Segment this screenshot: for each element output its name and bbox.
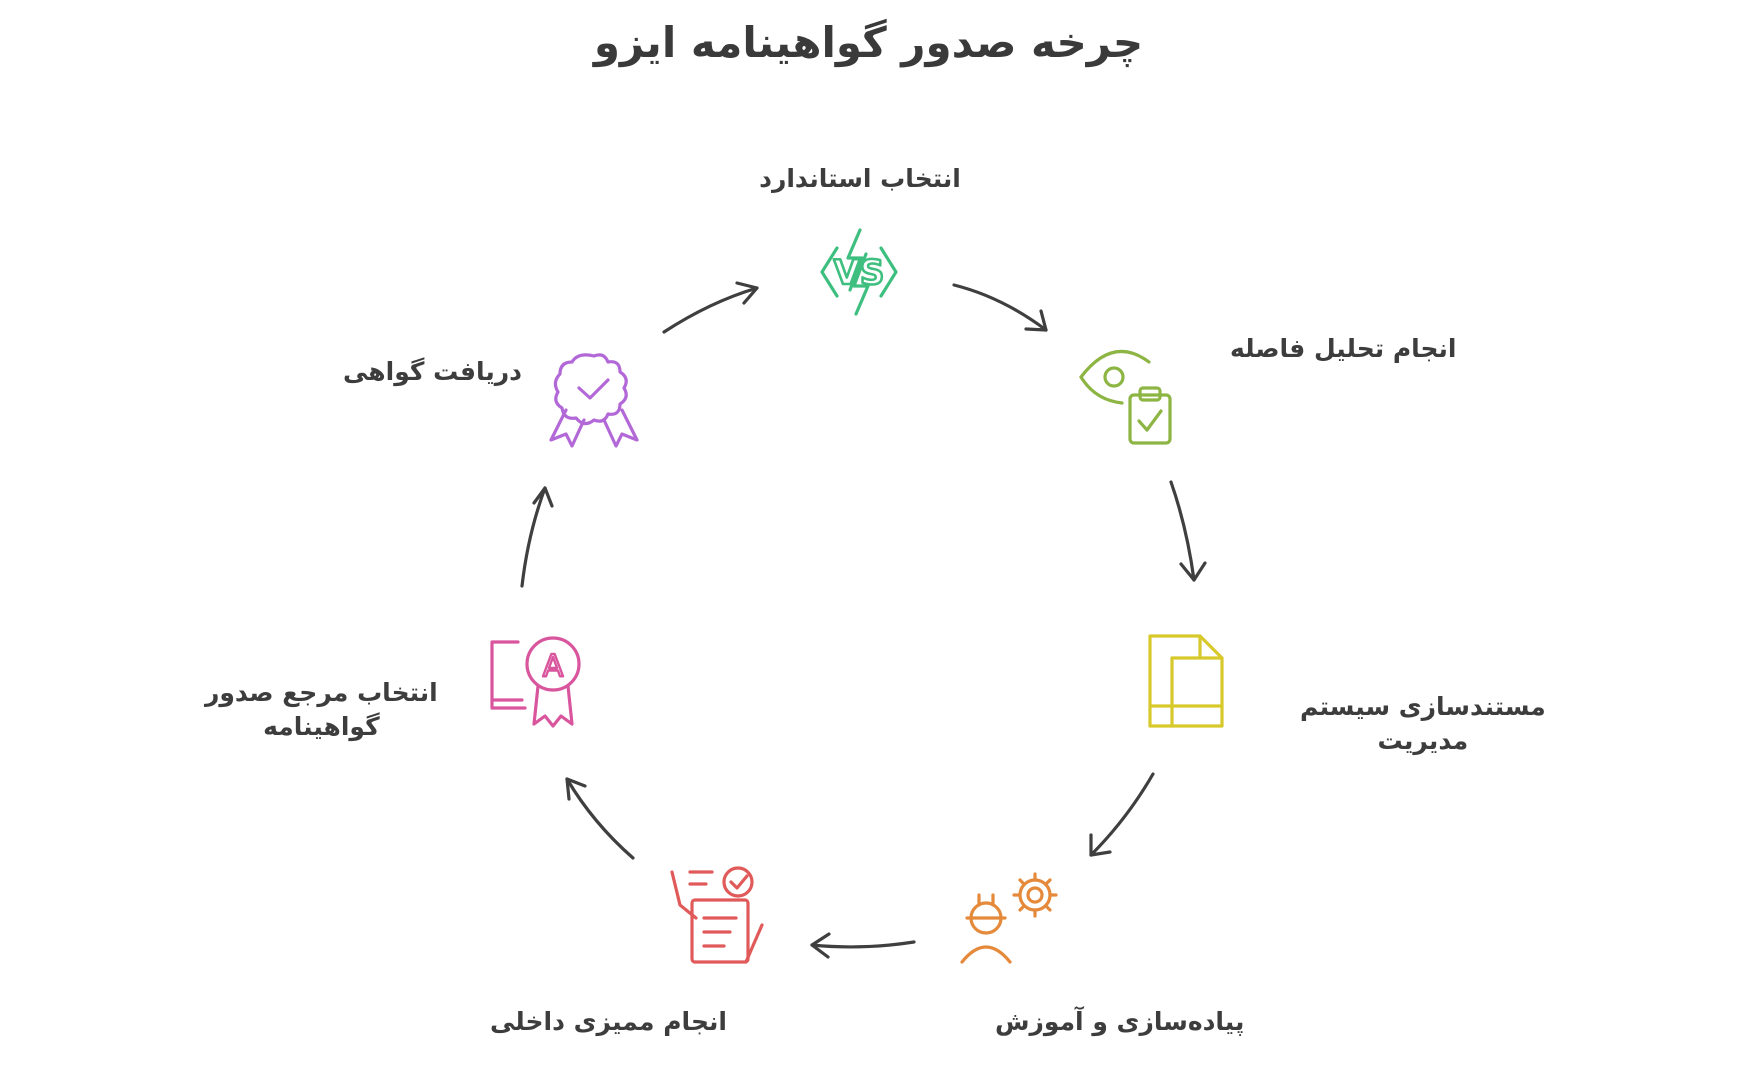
diagram-title: چرخه صدور گواهینامه ایزو — [593, 18, 1144, 67]
certificate-book-icon: A — [490, 636, 581, 728]
step-label-implementation-training: پیاده‌سازی و آموزش — [995, 1007, 1245, 1036]
eye-clipboard-icon — [1079, 349, 1172, 445]
step-label-certification-body-line1: انتخاب مرجع صدور — [205, 678, 438, 707]
step-label-gap-analysis: انجام تحلیل فاصله — [1230, 334, 1457, 363]
step-label-documentation: مستندسازی سیستم مدیریت — [1300, 690, 1546, 758]
step-label-select-standard: انتخاب استاندارد — [759, 164, 961, 193]
badge-letter: A — [543, 649, 564, 684]
step-label-internal-audit: انجام ممیزی داخلی — [490, 1007, 727, 1036]
arrow-step1-to-step2 — [952, 283, 1048, 332]
vs-text: VS — [834, 253, 885, 293]
step-label-receive-certificate: دریافت گواهی — [343, 357, 522, 386]
step-label-documentation-line1: مستندسازی سیستم — [1300, 692, 1546, 721]
arrow-step5-to-step6 — [565, 777, 635, 860]
arrow-step3-to-step4 — [1089, 772, 1155, 857]
arrow-step4-to-step5 — [810, 932, 916, 959]
step-label-select-certification-body: انتخاب مرجع صدور گواهینامه — [205, 676, 438, 744]
arrow-step2-to-step3 — [1169, 480, 1207, 582]
document-layout-icon — [1148, 634, 1224, 728]
versus-icon: VS — [820, 228, 898, 316]
arrow-step7-to-step1 — [662, 281, 759, 334]
step-label-certification-body-line2: گواهینامه — [263, 711, 380, 741]
cycle-arrows — [520, 281, 1207, 959]
award-badge-icon — [549, 353, 639, 448]
checklist-audit-icon — [670, 866, 764, 964]
worker-gear-icon — [960, 872, 1058, 964]
arrow-step6-to-step7 — [520, 486, 554, 588]
step-label-documentation-line2: مدیریت — [1377, 725, 1469, 755]
